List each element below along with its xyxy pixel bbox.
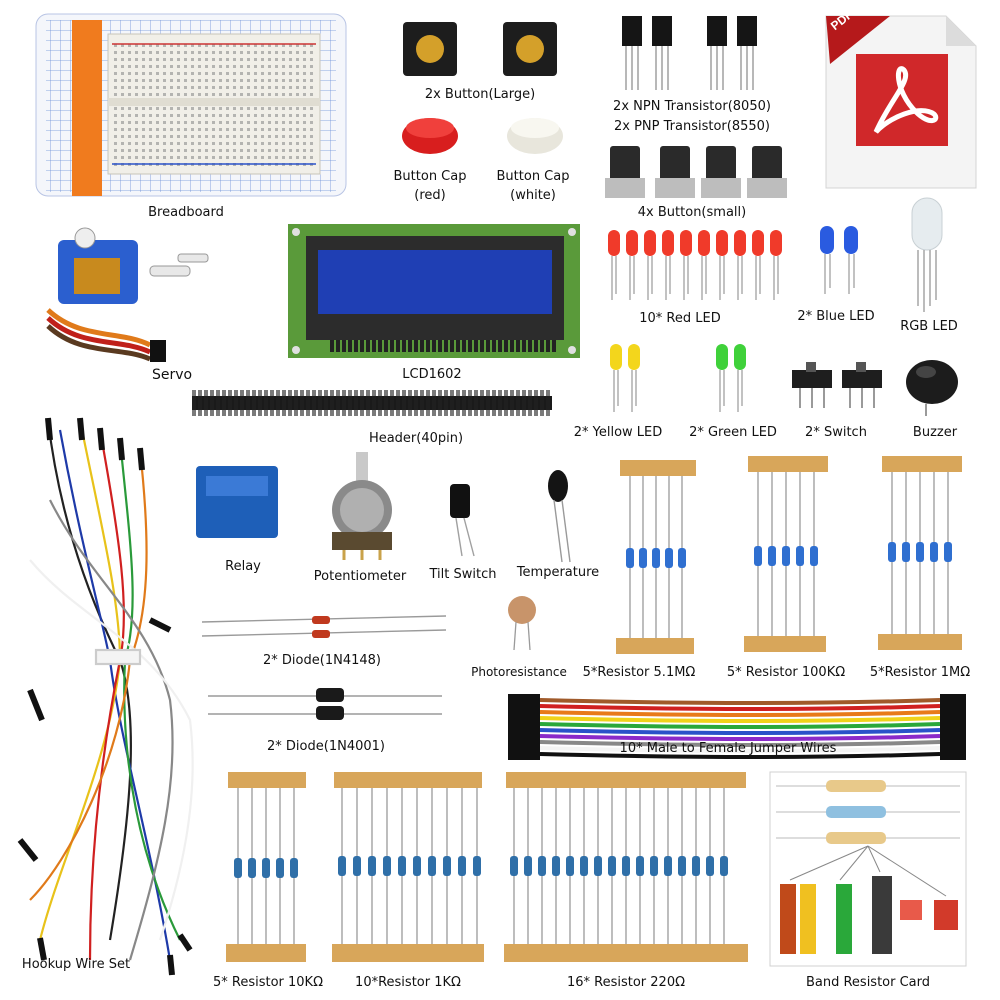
temperature-label: Temperature — [516, 565, 600, 580]
lcd-label: LCD1602 — [402, 367, 462, 382]
breadboard-image — [35, 13, 347, 197]
red-led-label: 10* Red LED — [639, 311, 721, 326]
header-label: Header(40pin) — [368, 431, 464, 446]
photoresistance-label: Photoresistance — [471, 665, 567, 679]
hookup-wire-image — [17, 417, 194, 976]
buzzer-image — [906, 360, 958, 416]
potentiometer-image — [332, 452, 392, 560]
transistor-image — [622, 16, 757, 90]
breadboard-label: Breadboard — [148, 205, 224, 220]
relay-label: Relay — [225, 559, 261, 574]
resistor-1m-label: 5*Resistor 1MΩ — [869, 665, 971, 680]
diode-1n4148-image — [201, 615, 447, 638]
resistor-10k-strip-image — [226, 772, 306, 962]
tilt-switch-image — [450, 484, 475, 557]
lcd-image — [288, 224, 580, 358]
button-cap-white-label-line2: (white) — [510, 188, 556, 203]
button-cap-red-label-line1: Button Cap — [393, 169, 467, 184]
servo-label: Servo — [151, 367, 193, 383]
green-led-image — [716, 344, 746, 412]
buzzer-label: Buzzer — [912, 425, 958, 440]
hookup-wire-label: Hookup Wire Set — [21, 957, 131, 972]
resistor-strip-image — [616, 456, 962, 654]
slide-switch-image — [792, 362, 882, 408]
npn-transistor-label: 2x NPN Transistor(8050) — [613, 99, 771, 114]
header-pin-image — [192, 390, 552, 416]
pnp-transistor-label: 2x PNP Transistor(8550) — [614, 119, 770, 134]
resistor-220-strip-image — [504, 772, 748, 962]
tilt-switch-label: Tilt Switch — [429, 567, 497, 582]
resistor-10k-label: 5* Resistor 10KΩ — [212, 975, 324, 990]
servo-image — [46, 227, 209, 362]
rgb-led-label: RGB LED — [900, 319, 958, 334]
button-cap-red-label-line2: (red) — [414, 188, 446, 203]
resistor-1k-strip-image — [332, 772, 484, 962]
button-small-label: 4x Button(small) — [637, 205, 747, 220]
photoresistor-image — [508, 596, 536, 651]
resistor-100k-label: 5* Resistor 100KΩ — [726, 665, 846, 680]
button-cap-image — [402, 118, 563, 154]
button-large-label: 2x Button(Large) — [424, 87, 536, 102]
small-button-image — [605, 146, 787, 198]
jumper-wire-image — [508, 694, 966, 760]
button-cap-white-label-line1: Button Cap — [496, 169, 570, 184]
switch-label: 2* Switch — [805, 425, 867, 440]
resistor-5-1m-label: 5*Resistor 5.1MΩ — [582, 665, 696, 680]
diode-1n4001-image — [208, 688, 442, 720]
yellow-led-image — [610, 344, 640, 412]
relay-image — [196, 466, 278, 538]
jumper-wires-label: 10* Male to Female Jumper Wires — [619, 741, 837, 756]
resistor-1k-label: 10*Resistor 1KΩ — [355, 975, 461, 990]
resistor-220-label: 16* Resistor 220Ω — [566, 975, 686, 990]
yellow-led-label: 2* Yellow LED — [573, 425, 663, 440]
band-resistor-card-image — [769, 771, 967, 967]
blue-led-image — [820, 226, 858, 294]
green-led-label: 2* Green LED — [689, 425, 777, 440]
rgb-led-image — [911, 197, 943, 312]
potentiometer-label: Potentiometer — [313, 569, 407, 584]
band-resistor-card-label: Band Resistor Card — [805, 975, 931, 990]
red-led-image — [608, 230, 782, 300]
diode-1n4148-label: 2* Diode(1N4148) — [263, 653, 381, 668]
blue-led-label: 2* Blue LED — [797, 309, 875, 324]
large-button-image — [403, 22, 557, 76]
diode-1n4001-label: 2* Diode(1N4001) — [267, 739, 385, 754]
temperature-sensor-image — [548, 470, 571, 563]
pdf-document-icon — [825, 15, 977, 189]
